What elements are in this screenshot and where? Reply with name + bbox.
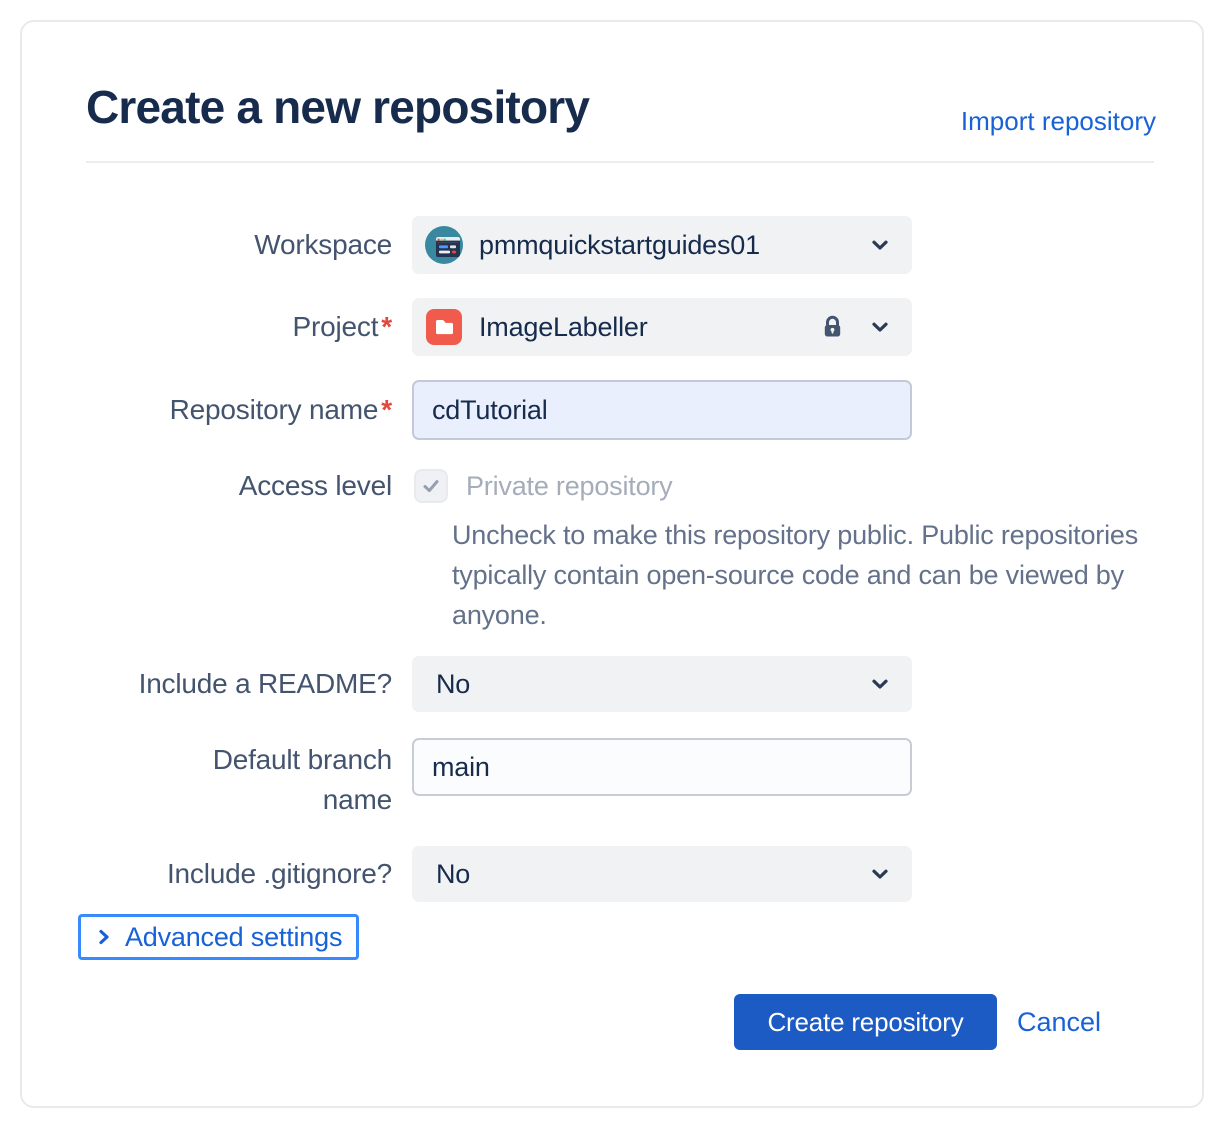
project-label: Project* [292,311,393,342]
header-divider [86,161,1154,163]
access-level-helper-text: Uncheck to make this repository public. … [452,520,1139,630]
advanced-settings-label: Advanced settings [125,921,343,952]
include-readme-select[interactable]: No [412,656,912,712]
project-folder-icon [426,309,462,345]
chevron-down-icon [868,233,892,257]
repository-name-input[interactable]: cdTutorial [412,380,912,440]
required-asterisk: * [381,394,392,425]
chevron-down-icon [868,315,892,339]
project-row: Project* ImageLabeller [86,298,1154,356]
workspace-select[interactable]: pmmquickstartguides01 [412,216,912,274]
create-repository-dialog: Create a new repository Import repositor… [20,20,1204,1108]
default-branch-row: Default branch name main [86,738,1154,820]
workspace-label: Workspace [254,229,392,260]
repository-name-label: Repository name* [169,394,393,425]
lock-icon [819,314,846,341]
cancel-button[interactable]: Cancel [1017,1007,1102,1037]
repository-name-row: Repository name* cdTutorial [86,380,1154,440]
private-repository-label: Private repository [466,470,673,501]
default-branch-value: main [432,751,490,782]
workspace-row: Workspace pmmquickstartguides [86,216,1154,274]
include-gitignore-row: Include .gitignore? No [86,846,1154,902]
workspace-value: pmmquickstartguides01 [479,229,760,260]
default-branch-label: Default branch name [212,744,393,815]
repository-name-value: cdTutorial [432,394,548,425]
access-level-label: Access level [238,470,392,501]
access-level-row: Access level Private repository [86,466,1154,506]
required-asterisk: * [381,311,392,342]
include-readme-value: No [436,668,471,699]
checkmark-icon [423,480,439,493]
chevron-down-icon [868,672,892,696]
project-select[interactable]: ImageLabeller [412,298,912,356]
private-repository-checkbox[interactable] [414,469,448,503]
advanced-settings-toggle[interactable]: Advanced settings [78,914,360,960]
include-gitignore-label: Include .gitignore? [166,858,392,889]
chevron-right-icon [99,929,109,945]
workspace-avatar-icon [425,226,463,264]
include-gitignore-value: No [436,858,471,889]
project-value: ImageLabeller [479,311,648,342]
include-readme-row: Include a README? No [86,656,1154,712]
chevron-down-icon [868,862,892,886]
page-title: Create a new repository [86,81,590,133]
include-gitignore-select[interactable]: No [412,846,912,902]
include-readme-label: Include a README? [138,668,393,699]
create-repository-button[interactable]: Create repository [734,994,997,1050]
import-repository-link[interactable]: Import repository [960,106,1156,136]
default-branch-input[interactable]: main [412,738,912,796]
